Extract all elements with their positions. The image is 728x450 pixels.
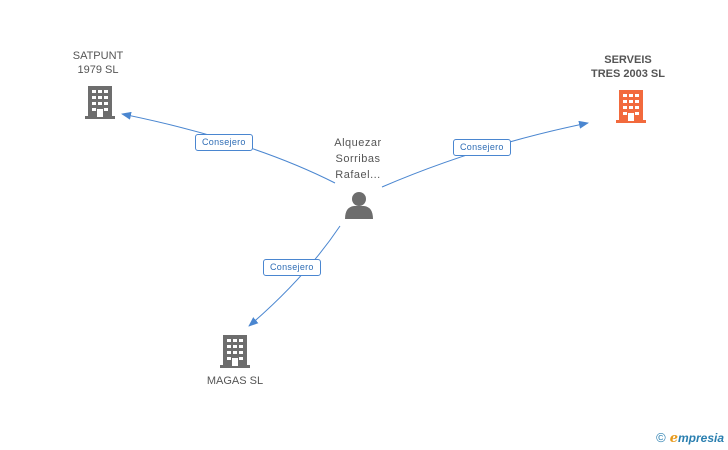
person-icon[interactable] [345, 192, 373, 219]
company-label-line: SATPUNT [72, 50, 124, 62]
edge-label-satpunt[interactable]: Consejero [195, 134, 253, 151]
edge-label-serveis[interactable]: Consejero [453, 139, 511, 156]
company-label-line: MAGAS SL [206, 375, 264, 387]
person-label-line: Sorribas [335, 153, 381, 165]
edge-label-magas[interactable]: Consejero [263, 259, 321, 276]
empresia-logo[interactable]: ©empresia [656, 430, 724, 446]
company-label-line: SERVEIS [604, 54, 652, 66]
company-building-icon-magas[interactable] [220, 335, 250, 368]
brand-name: mpresia [677, 431, 724, 445]
brand-e-mark: e [669, 431, 678, 446]
person-label-line: Rafael... [335, 169, 381, 181]
company-label-serveis[interactable]: SERVEIS TRES 2003 SL [578, 53, 678, 81]
edge-line-magas [248, 225, 341, 327]
person-label-line: Alquezar [334, 137, 382, 149]
copyright-symbol: © [656, 430, 666, 445]
company-building-icon-serveis[interactable] [616, 90, 646, 123]
company-label-magas[interactable]: MAGAS SL [192, 374, 278, 388]
person-label[interactable]: Alquezar Sorribas Rafael... [320, 135, 396, 183]
company-building-icon-satpunt[interactable] [85, 86, 115, 119]
company-label-line: TRES 2003 SL [591, 68, 665, 80]
company-label-line: 1979 SL [77, 64, 119, 76]
company-label-satpunt[interactable]: SATPUNT 1979 SL [62, 49, 134, 77]
